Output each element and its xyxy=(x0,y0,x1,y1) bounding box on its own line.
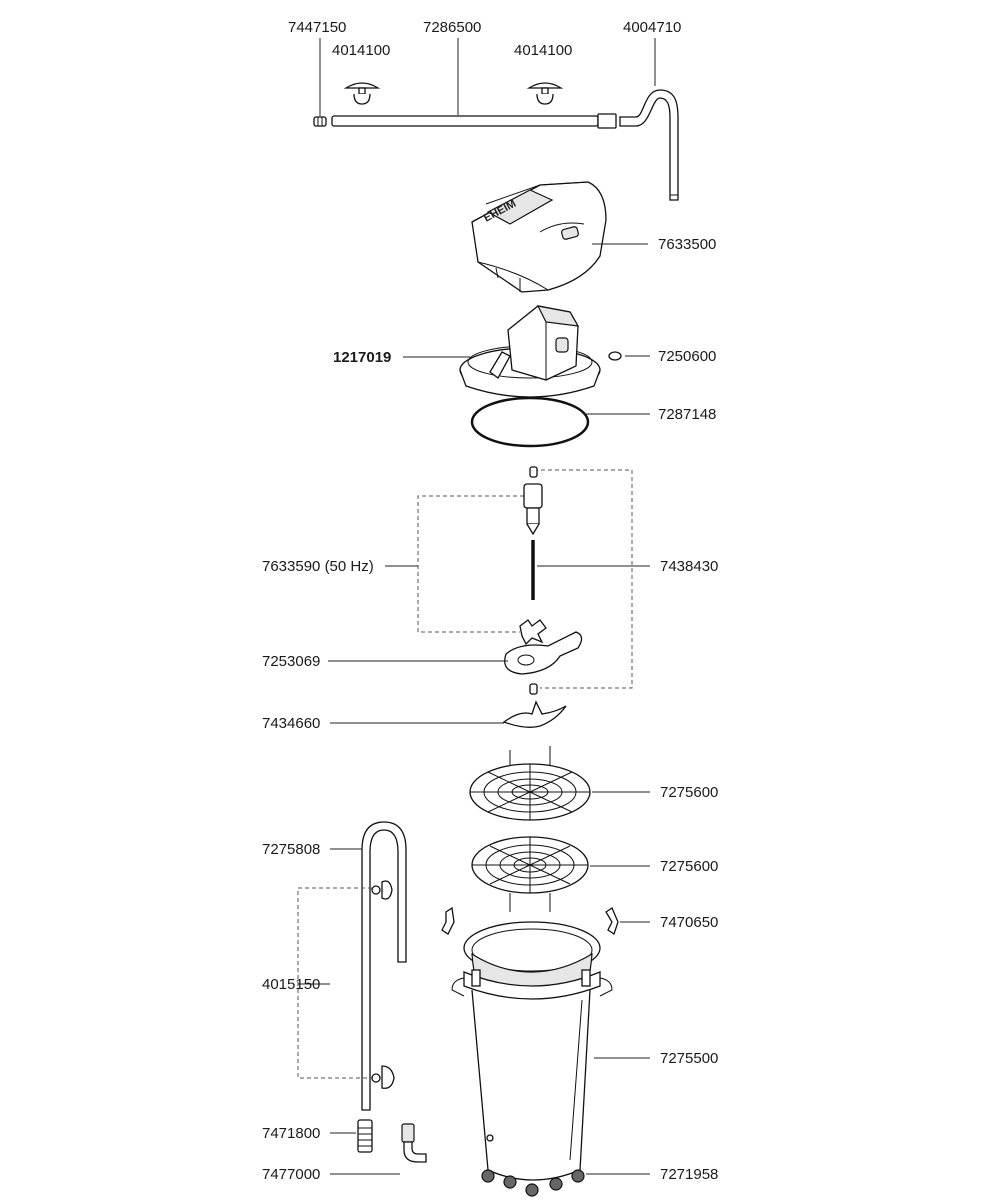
label-7286500: 7286500 xyxy=(423,19,481,36)
spray-bar-connector-part xyxy=(597,113,617,129)
impeller-cover-part xyxy=(504,631,583,675)
motor-cover-part: EHEIM 7633500 xyxy=(471,181,716,293)
label-7471800: 7471800 xyxy=(262,1125,320,1142)
rubber-bush-part xyxy=(519,619,547,646)
canister-feet-part xyxy=(481,1169,585,1197)
lower-grid-plate-part: 7275600 xyxy=(471,836,718,912)
clip-left-part xyxy=(441,906,455,935)
label-7275600-bottom: 7275600 xyxy=(660,858,718,875)
label-7633500: 7633500 xyxy=(658,236,716,253)
filter-canister-part: 7275500 xyxy=(451,921,718,1181)
clip-right-part xyxy=(605,907,619,936)
label-4015150: 4015150 xyxy=(262,976,320,993)
impeller-set-group: 7438430 7633590 (50 Hz) 7253069 7434660 xyxy=(262,466,718,732)
pipe-suction-cups-group: 4015150 xyxy=(262,880,395,1089)
intake-pipe-part: 7275808 xyxy=(262,821,407,1111)
sealing-ring-part xyxy=(470,396,590,448)
suction-cup-right-part xyxy=(526,82,564,105)
small-o-ring-part xyxy=(608,351,622,361)
pipe-suction-cup-lower-part xyxy=(371,1065,395,1089)
impeller-blade-part xyxy=(502,700,567,728)
label-7477000: 7477000 xyxy=(262,1166,320,1183)
elbow-connector-part: 7477000 xyxy=(262,1123,427,1183)
intake-strainer-part: 7471800 xyxy=(262,1119,373,1153)
filter-head-part: 1217019 7250600 7287148 xyxy=(333,305,716,448)
label-7287148: 7287148 xyxy=(658,406,716,423)
label-4014100-left: 4014100 xyxy=(332,42,390,59)
label-7275808: 7275808 xyxy=(262,841,320,858)
outlet-pipe-part xyxy=(619,89,679,201)
label-7438430: 7438430 xyxy=(660,558,718,575)
label-7633590: 7633590 (50 Hz) xyxy=(262,558,374,575)
label-7447150: 7447150 xyxy=(288,19,346,36)
label-7253069: 7253069 xyxy=(262,653,320,670)
end-cap-part xyxy=(313,116,327,127)
spray-bar-assembly: 7447150 7286500 4004710 4014100 4014100 xyxy=(288,19,681,201)
label-4014100-right: 4014100 xyxy=(514,42,572,59)
pipe-suction-cup-upper-part xyxy=(371,880,393,900)
spray-bar-tube-part xyxy=(331,115,599,127)
label-1217019: 1217019 xyxy=(333,349,391,366)
label-7271958: 7271958 xyxy=(660,1166,718,1183)
label-7275600-top: 7275600 xyxy=(660,784,718,801)
label-7470650: 7470650 xyxy=(660,914,718,931)
label-7434660: 7434660 xyxy=(262,715,320,732)
upper-grid-plate-part: 7275600 xyxy=(469,746,718,821)
label-4004710: 4004710 xyxy=(623,19,681,36)
impeller-rotor-part xyxy=(523,483,543,536)
suction-cup-left-part xyxy=(343,82,381,105)
label-7250600: 7250600 xyxy=(658,348,716,365)
label-7275500: 7275500 xyxy=(660,1050,718,1067)
